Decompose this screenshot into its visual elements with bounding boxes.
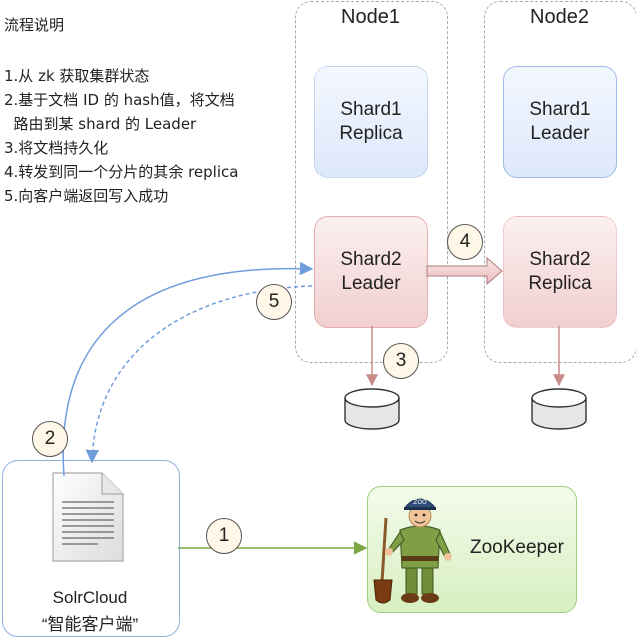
step-4-text: 4.转发到同一个分片的其余 replica: [4, 163, 239, 181]
step-1-text: 1.从 zk 获取集群状态: [4, 67, 150, 85]
document-icon: [52, 472, 124, 562]
node2-container: [484, 1, 636, 363]
client-subtitle: “智能客户端”: [41, 615, 139, 634]
step-5-text: 5.向客户端返回写入成功: [4, 187, 169, 205]
disk-icon-node2: [531, 388, 587, 430]
shard-name: Shard1: [529, 99, 591, 120]
node1-label: Node1: [341, 6, 400, 28]
step-marker-2: 2: [32, 421, 68, 457]
shard-name: Shard2: [340, 249, 402, 270]
zookeeper-label: ZooKeeper: [470, 537, 565, 558]
step-2-text: 2.基于文档 ID 的 hash值，将文档: [4, 91, 235, 109]
step-marker-4: 4: [447, 224, 483, 260]
zookeeper-mascot-icon: ZOO: [373, 498, 452, 604]
zookeeper-cap-text: ZOO: [413, 499, 427, 506]
replicate-arrow: [426, 256, 503, 286]
step-3-text: 3.将文档持久化: [4, 139, 109, 157]
request-arrow: [62, 261, 314, 477]
node2-label: Node2: [530, 6, 589, 28]
shard-name: Shard1: [340, 99, 402, 120]
shard-role: Replica: [528, 273, 592, 294]
step-2-continued-text: 路由到某 shard 的 Leader: [4, 115, 197, 133]
response-arrow: [85, 285, 313, 464]
shard-role: Replica: [339, 123, 403, 144]
client-name: SolrCloud: [52, 588, 128, 607]
node1-shard2-leader: Shard2 Leader: [314, 216, 428, 328]
node1-shard1-replica: Shard1 Replica: [314, 66, 428, 178]
step-marker-1: 1: [206, 518, 242, 554]
shard-role: Leader: [341, 273, 401, 294]
disk-icon-node1: [344, 388, 400, 430]
shard-role: Leader: [530, 123, 590, 144]
shard-name: Shard2: [529, 249, 591, 270]
step-marker-5: 5: [256, 284, 292, 320]
step-marker-3: 3: [383, 343, 419, 379]
node2-shard2-replica: Shard2 Replica: [503, 216, 617, 328]
flow-title: 流程说明: [4, 16, 65, 34]
node2-shard1-leader: Shard1 Leader: [503, 66, 617, 178]
